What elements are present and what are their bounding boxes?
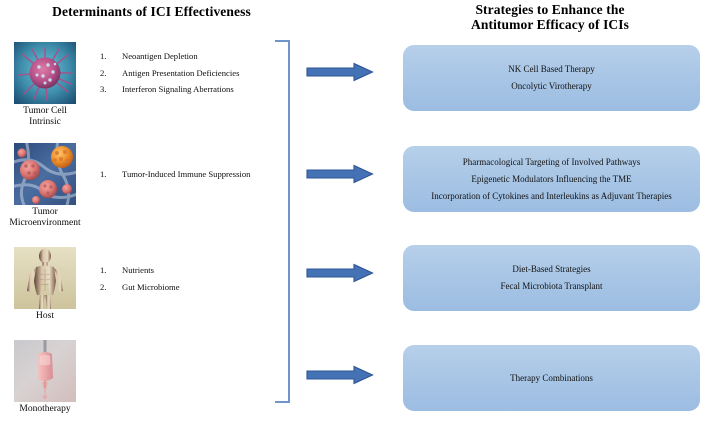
determinant-list-tumor-cell-intrinsic: 1. Neoantigen Depletion 2. Antigen Prese…: [100, 48, 290, 98]
strategy-box-1: NK Cell Based Therapy Oncolytic Virother…: [403, 45, 700, 111]
determinant-label-host: Host: [36, 311, 54, 321]
list-item-text: Neoantigen Depletion: [122, 51, 198, 61]
list-item-number: 1.: [100, 51, 107, 61]
bracket-hook-bottom: [275, 401, 290, 403]
bracket-hook-top: [275, 40, 290, 42]
list-item: 3. Interferon Signaling Aberrations: [100, 81, 290, 98]
arrow-host: [306, 263, 374, 283]
list-item-text: Interferon Signaling Aberrations: [122, 84, 234, 94]
strategy-line: Pharmacological Targeting of Involved Pa…: [462, 156, 641, 167]
strategy-box-4: Therapy Combinations: [403, 345, 700, 411]
tumor-cell-micrograph-image: [14, 42, 76, 104]
list-item-text: Gut Microbiome: [122, 281, 180, 292]
strategy-box-2: Pharmacological Targeting of Involved Pa…: [403, 146, 700, 212]
bracket-vertical-bar: [288, 40, 290, 403]
arrow-tumor-cell-intrinsic: [306, 62, 374, 82]
strategy-line: Incorporation of Cytokines and Interleuk…: [431, 190, 672, 201]
list-item-number: 2.: [100, 67, 107, 78]
list-item-text: Antigen Presentation Deficiencies: [122, 67, 240, 78]
tumor-microenvironment-micrograph-image: [14, 143, 76, 205]
list-item-number: 3.: [100, 84, 107, 94]
determinant-list-tumor-microenvironment: 1. Tumor-Induced Immune Suppression: [100, 166, 290, 183]
right-column-title: Strategies to Enhance the Antitumor Effi…: [400, 2, 700, 32]
strategy-line: Fecal Microbiota Transplant: [500, 281, 603, 291]
list-item-number: 1.: [100, 169, 107, 179]
strategy-line: Therapy Combinations: [510, 372, 593, 383]
right-column-title-line1: Strategies to Enhance the: [475, 2, 625, 17]
left-column-title: Determinants of ICI Effectiveness: [52, 4, 251, 19]
list-item-text: Nutrients: [122, 265, 154, 275]
determinant-label-line1: Tumor: [32, 207, 58, 217]
arrow-monotherapy: [306, 365, 374, 385]
list-item-number: 2.: [100, 281, 107, 292]
strategy-line: NK Cell Based Therapy: [508, 64, 595, 74]
list-item: 1. Nutrients: [100, 262, 290, 279]
determinant-label-monotherapy: Monotherapy: [19, 404, 71, 414]
right-column-title-line2: Antitumor Efficacy of ICIs: [471, 17, 629, 32]
determinant-label-tumor-microenvironment: Tumor Microenvironment: [9, 207, 81, 228]
grouping-bracket: [274, 40, 290, 403]
determinant-list-host: 1. Nutrients 2. Gut Microbiome: [100, 262, 290, 295]
list-item: 1. Neoantigen Depletion: [100, 48, 290, 65]
iv-infusion-bag-photo-image: [14, 340, 76, 402]
thumbnail-wrap: Tumor Cell Intrinsic: [14, 42, 76, 127]
thumbnail-wrap: Host: [14, 247, 76, 322]
strategy-line: Oncolytic Virotherapy: [511, 81, 592, 91]
determinant-label-tumor-cell-intrinsic: Tumor Cell Intrinsic: [23, 106, 67, 127]
thumbnail-wrap: Monotherapy: [14, 340, 76, 415]
determinant-label-line2: Microenvironment: [9, 217, 81, 228]
list-item: 1. Tumor-Induced Immune Suppression: [100, 166, 290, 183]
strategy-box-3: Diet-Based Strategies Fecal Microbiota T…: [403, 245, 700, 311]
list-item: 2. Antigen Presentation Deficiencies: [100, 65, 290, 82]
strategy-line: Epigenetic Modulators Influencing the TM…: [471, 173, 632, 184]
list-item: 2. Gut Microbiome: [100, 279, 290, 296]
arrow-tumor-microenvironment: [306, 164, 374, 184]
list-item-text: Tumor-Induced Immune Suppression: [122, 169, 251, 179]
strategy-line: Diet-Based Strategies: [512, 264, 591, 274]
list-item-number: 1.: [100, 265, 107, 275]
thumbnail-wrap: Tumor Microenvironment: [9, 143, 81, 228]
human-body-illustration-image: [14, 247, 76, 309]
